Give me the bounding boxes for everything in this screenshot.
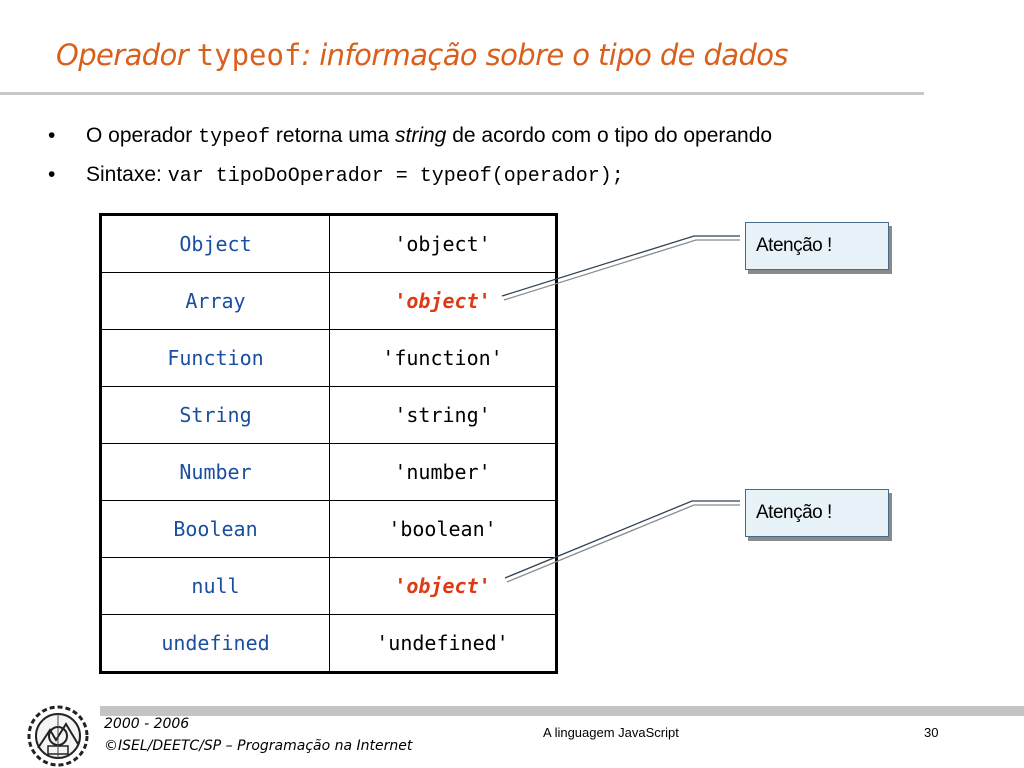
callout-attention-array: Atenção ! <box>745 222 889 270</box>
bullet-text: retorna uma <box>270 124 395 147</box>
bullet-symbol: • <box>48 163 56 186</box>
typeof-result-cell: 'number' <box>329 443 557 501</box>
bullet-symbol: • <box>48 124 56 147</box>
type-name-cell: undefined <box>100 614 330 673</box>
typeof-result-cell: 'undefined' <box>329 614 557 673</box>
bullet-typeof-returns: • O operador typeof retorna uma string de… <box>48 117 772 156</box>
bullet-text: de acordo com o tipo do operando <box>446 124 773 147</box>
typeof-table: Object 'object' Array 'object' Function … <box>99 213 558 674</box>
callout-connector-null <box>506 504 740 583</box>
typeof-result-cell: 'object' <box>329 214 557 273</box>
bullet-list: • O operador typeof retorna uma string de… <box>48 117 772 195</box>
table-row: String 'string' <box>100 386 557 444</box>
footer-page-number: 30 <box>924 725 939 740</box>
footer-divider <box>100 706 1024 716</box>
bullet-text: O operador <box>86 124 199 147</box>
table-row: Object 'object' <box>100 214 557 273</box>
type-name-cell: Function <box>100 329 330 387</box>
footer-organization: ©ISEL/DEETC/SP – Programação na Internet <box>104 738 413 754</box>
bullet-code: var tipoDoOperador = typeof(operador); <box>167 165 624 188</box>
slide-title: Operador typeof: informação sobre o tipo… <box>56 38 789 72</box>
type-name-cell: String <box>100 386 330 444</box>
callout-connector-null <box>504 500 740 579</box>
type-name-cell: Array <box>100 272 330 330</box>
table-row: Boolean 'boolean' <box>100 500 557 558</box>
callout-connector-array <box>501 235 740 297</box>
footer-course-title: A linguagem JavaScript <box>543 725 679 740</box>
callout-attention-null: Atenção ! <box>745 489 889 537</box>
title-code: typeof <box>196 38 302 72</box>
table-row: Array 'object' <box>100 272 557 330</box>
type-name-cell: Boolean <box>100 500 330 558</box>
title-part2: : informação sobre o tipo de dados <box>301 38 788 72</box>
type-name-cell: Object <box>100 214 330 273</box>
title-part1: Operador <box>56 38 197 72</box>
typeof-result-cell: 'string' <box>329 386 557 444</box>
footer-years: 2000 - 2006 <box>104 716 190 732</box>
isel-gear-logo-icon <box>27 705 89 767</box>
callout-connector-array <box>503 239 740 301</box>
bullet-italic: string <box>395 124 447 147</box>
typeof-result-cell-highlight: 'object' <box>329 272 557 330</box>
title-divider <box>0 92 924 95</box>
type-name-cell: Number <box>100 443 330 501</box>
table-row: Function 'function' <box>100 329 557 387</box>
table-row: undefined 'undefined' <box>100 614 557 673</box>
bullet-syntax: • Sintaxe: var tipoDoOperador = typeof(op… <box>48 156 772 195</box>
bullet-text: Sintaxe: <box>86 163 168 186</box>
bullet-code: typeof <box>198 126 271 149</box>
table-row: Number 'number' <box>100 443 557 501</box>
